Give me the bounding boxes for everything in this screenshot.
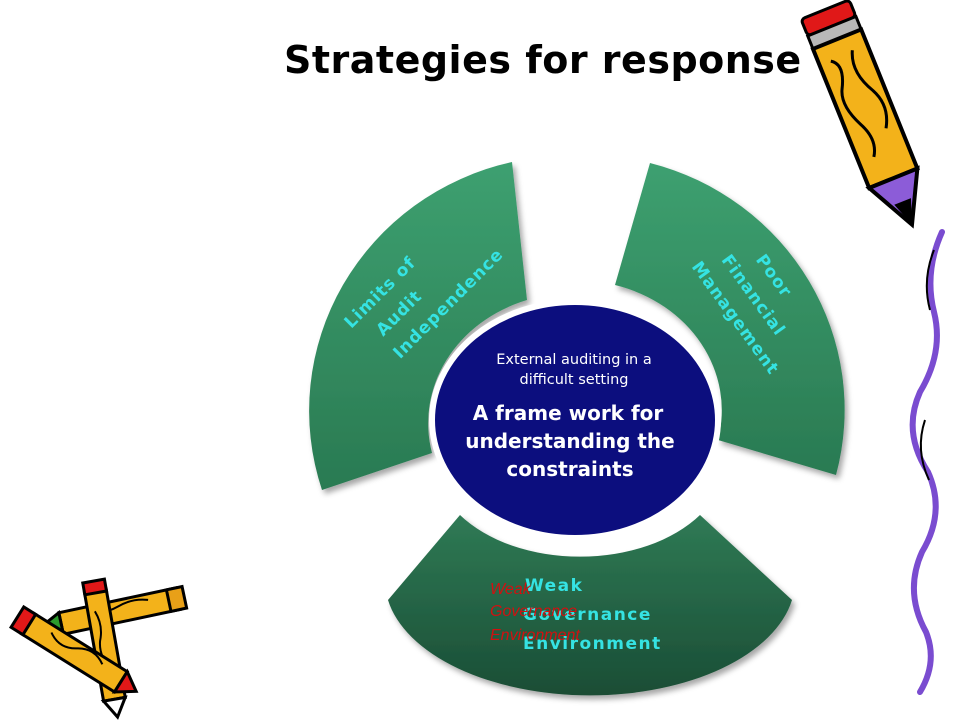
segment-bottom (388, 515, 792, 696)
center-main-2: understanding the (465, 429, 674, 453)
center-main-3: constraints (506, 457, 633, 481)
center-text: External auditing in a difficult setting… (465, 352, 674, 481)
bottom-label-line-3: Environment (523, 634, 662, 654)
overlay-red-text: Weak Governance Environment (490, 581, 580, 644)
pencil-icon (800, 0, 920, 229)
bottom-label-line-1: Weak (525, 576, 583, 596)
segment-right (615, 163, 845, 475)
slide-title: Strategies for response (284, 38, 802, 82)
red-line-3: Environment (490, 627, 580, 644)
red-line-2: Governance (490, 603, 577, 620)
center-subtitle-2: difficult setting (519, 372, 628, 388)
bottom-label-line-2: Governance (523, 605, 652, 625)
red-line-1: Weak (490, 581, 532, 598)
segment-bottom-label: Weak Governance Environment (523, 576, 662, 654)
squiggle-border-icon (909, 229, 945, 695)
center-circle (429, 299, 721, 541)
crossed-pencils-icon (8, 577, 189, 720)
segment-left (309, 162, 527, 490)
center-main-1: A frame work for (473, 401, 664, 425)
center-subtitle-1: External auditing in a (496, 352, 652, 368)
